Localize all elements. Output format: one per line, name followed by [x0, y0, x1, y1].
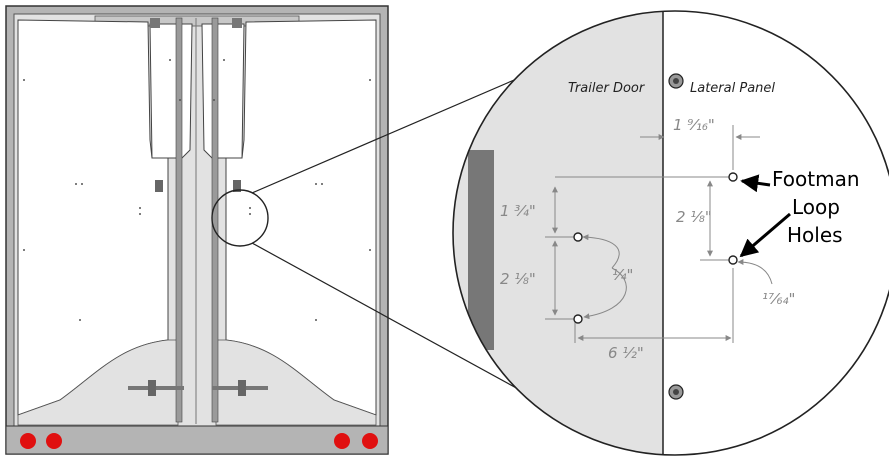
zoom-region-marker [211, 189, 269, 247]
label-lateral-panel: Lateral Panel [690, 81, 775, 96]
right-door-center-flap [201, 23, 245, 159]
callout-line-1: Footman [772, 167, 860, 191]
latch-top-left [150, 18, 160, 28]
hole-left-bottom [573, 314, 583, 324]
left-door-center-flap [149, 23, 193, 159]
magnified-detail: Trailer Door Lateral Panel Footman Loop … [452, 10, 889, 456]
rear-bumper [5, 425, 389, 455]
footman-loop-left [155, 180, 163, 192]
tail-light-4 [362, 433, 378, 449]
callout-line-3: Holes [787, 223, 843, 247]
lock-rod-right [211, 17, 219, 423]
callout-line-2: Loop [792, 195, 840, 219]
tail-light-2 [46, 433, 62, 449]
bolt-bottom-icon [668, 384, 684, 400]
lock-rod-left [175, 17, 183, 423]
hole-right-top [728, 172, 738, 182]
latch-top-right [232, 18, 242, 28]
door-edge-strip [468, 150, 494, 350]
tail-light-3 [334, 433, 350, 449]
trailer-rear-view [5, 5, 389, 455]
dim-right-vertical: 2 ¹⁄₈" [676, 208, 712, 226]
label-trailer-door: Trailer Door [568, 81, 646, 96]
dim-left-hole-diameter: ¹⁄₄" [612, 266, 633, 284]
hole-right-bottom [728, 255, 738, 265]
magnifier-outline [452, 10, 889, 456]
tail-light-1 [20, 433, 36, 449]
dim-left-vertical-top: 1 ³⁄₄" [500, 202, 536, 220]
rivet-dots [23, 59, 371, 321]
hole-left-top [573, 232, 583, 242]
dim-right-hole-diameter: ¹⁷⁄₆₄" [762, 290, 795, 308]
dim-left-vertical-bottom: 2 ¹⁄₈" [500, 270, 536, 288]
dim-top-right-offset: 1 ⁹⁄₁₆" [673, 116, 715, 134]
bolt-top-icon [668, 73, 684, 89]
dim-bottom-horizontal: 6 ¹⁄₂" [608, 344, 644, 362]
footman-loop-right [233, 180, 241, 192]
